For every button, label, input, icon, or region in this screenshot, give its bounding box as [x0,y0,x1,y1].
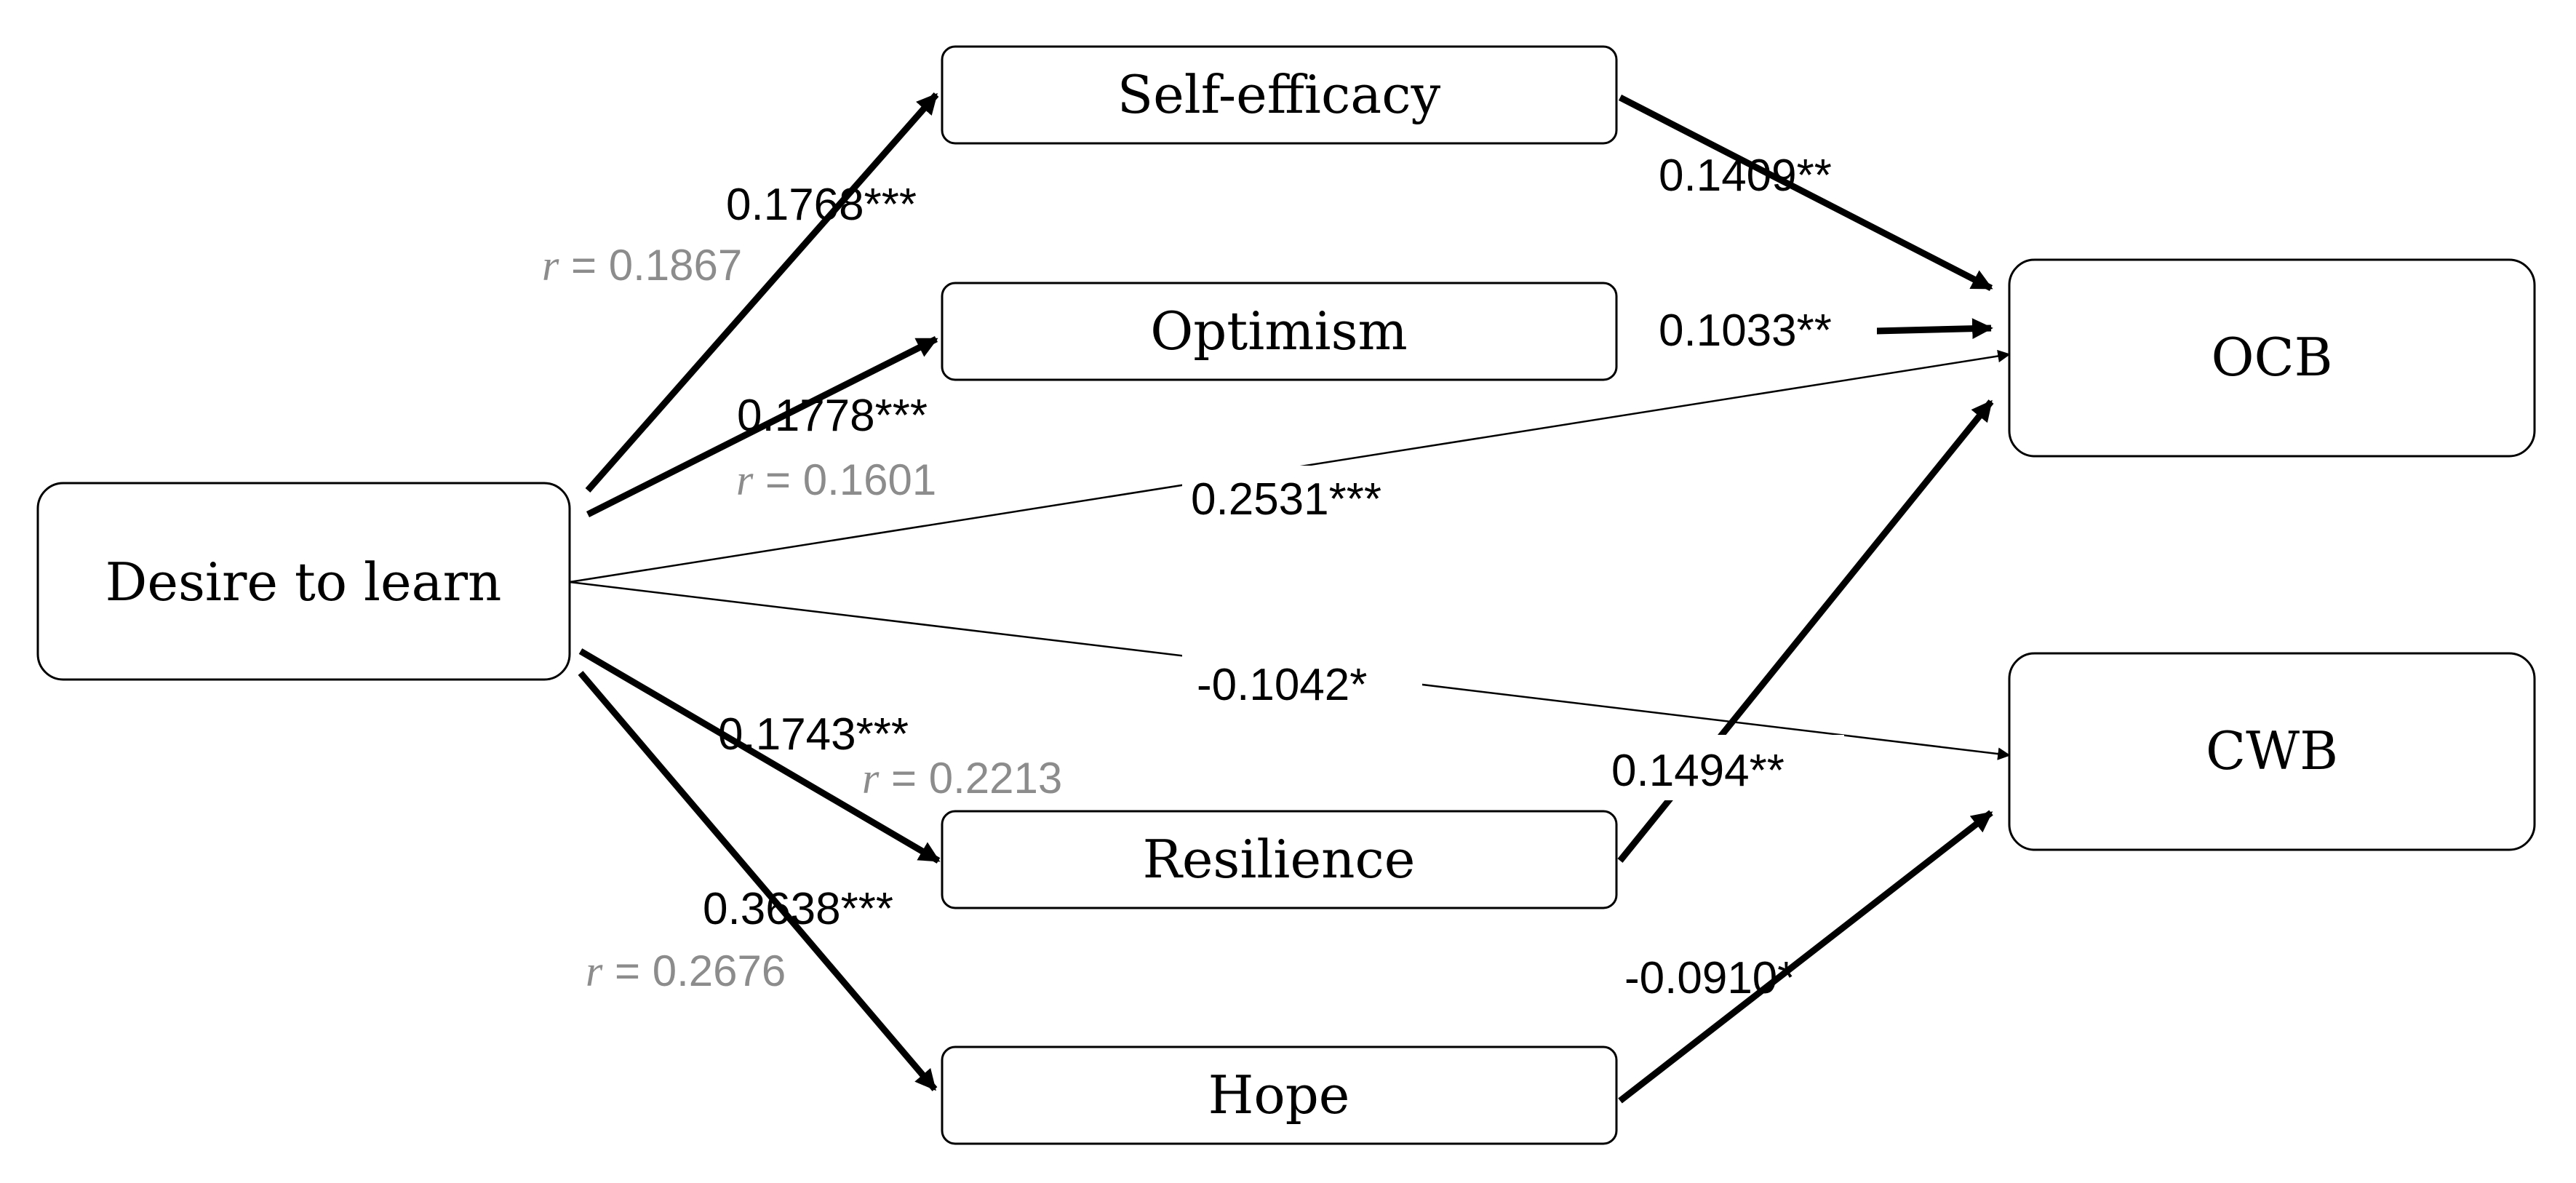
r-desire-to-resilience: r = 0.2213 [862,754,1062,802]
node-label: OCB [2211,327,2332,388]
r-desire-to-hope: r = 0.2676 [586,947,786,995]
coef-desire-to-cwb: -0.1042* [1197,660,1367,710]
coef-desire-to-self-efficacy: 0.1768*** [726,180,917,230]
node-resilience: Resilience [941,810,1618,909]
node-hope: Hope [941,1045,1618,1145]
coef-hope-to-cwb: -0.0910* [1624,953,1795,1003]
node-desire-to-learn: Desire to learn [36,482,571,681]
node-label: Desire to learn [105,551,502,613]
node-self-efficacy: Self-efficacy [941,45,1618,145]
node-ocb: OCB [2008,258,2536,458]
coefficients: 0.1768*** 0.1778*** 0.2531*** -0.1042* 0… [703,151,1832,1003]
correlations: r = 0.1867 r = 0.1601 r = 0.2213 r = 0.2… [542,241,1062,995]
coef-desire-to-hope: 0.3638*** [703,884,893,934]
node-label: CWB [2206,720,2338,781]
arrow-desire-to-resilience [578,648,941,864]
node-optimism: Optimism [941,282,1618,381]
coef-self-efficacy-to-ocb: 0.1409** [1659,151,1832,201]
arrow-optimism-to-ocb [1875,318,1993,340]
node-label: Self-efficacy [1117,64,1441,125]
arrow-desire-to-self-efficacy [585,92,939,493]
node-label: Resilience [1143,829,1416,890]
coef-desire-to-optimism: 0.1778*** [737,391,928,441]
arrow-desire-to-hope [578,671,938,1091]
node-cwb: CWB [2008,652,2536,851]
arrow-desire-to-optimism [586,335,938,518]
coef-desire-to-resilience: 0.1743*** [718,709,909,760]
coef-desire-to-ocb: 0.2531*** [1191,474,1381,525]
r-desire-to-optimism: r = 0.1601 [736,455,936,504]
arrow-hope-to-cwb [1618,810,1993,1104]
arrow-self-efficacy-to-ocb [1618,94,1993,292]
coef-resilience-to-ocb: 0.1494** [1611,746,1785,796]
coef-optimism-to-ocb: 0.1033** [1659,306,1832,356]
r-desire-to-self-efficacy: r = 0.1867 [542,241,742,290]
label-masks [1182,298,1877,800]
node-label: Optimism [1150,300,1408,362]
node-label: Hope [1208,1064,1350,1126]
